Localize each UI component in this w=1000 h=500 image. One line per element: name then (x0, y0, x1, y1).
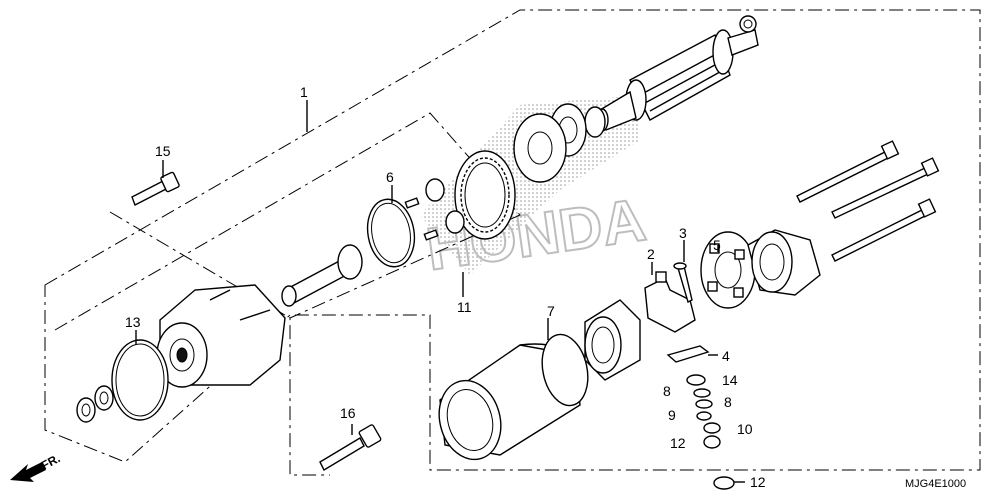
callout-2: 2 (647, 246, 655, 262)
washer-8b (695, 399, 713, 409)
washer-stack (513, 103, 606, 183)
ring-gear (454, 150, 516, 240)
callout-9: 9 (668, 407, 676, 423)
brush-plate-5 (700, 231, 756, 309)
callout-3: 3 (679, 225, 687, 241)
washer-10 (703, 422, 721, 434)
brush-holder-cover (584, 299, 641, 381)
armature-washer-inner (743, 19, 753, 29)
group-boundary-lower (109, 211, 330, 476)
through-bolts (796, 140, 940, 262)
callout-13: 13 (125, 314, 141, 330)
diagram-code: MJG4E1000 (905, 478, 966, 490)
callout-16: 16 (340, 405, 356, 421)
callout-10: 10 (737, 421, 753, 437)
callout-8b: 8 (724, 394, 732, 410)
callout-7: 7 (547, 303, 555, 319)
bolt-16 (319, 424, 382, 471)
washer-8a (693, 388, 711, 398)
callout-5: 5 (713, 237, 721, 253)
callout-6: 6 (386, 169, 394, 185)
front-bracket (156, 284, 286, 388)
planetary-gears (404, 178, 465, 241)
front-seal-inner (99, 391, 109, 405)
callout-4: 4 (722, 348, 730, 364)
nut-12b (713, 476, 735, 490)
armature (595, 29, 759, 132)
terminal-tab (655, 271, 667, 283)
front-washer-inner (81, 403, 91, 417)
o-ring-13-inner (115, 343, 165, 417)
o-ring-6 (366, 198, 416, 268)
callout-11: 11 (457, 299, 472, 315)
callout-1: 1 (300, 84, 308, 100)
washer-14 (686, 374, 706, 386)
output-shaft (281, 244, 363, 307)
group-boundary-outer (44, 9, 981, 471)
bolt-15 (131, 171, 180, 206)
callout-8a: 8 (663, 383, 671, 399)
nut-12a (703, 435, 721, 449)
callout-15: 15 (155, 143, 171, 159)
o-ring-7 (541, 333, 589, 407)
front-direction-arrow-icon (10, 462, 46, 482)
group-boundary-inner (54, 112, 521, 331)
terminal-insulator-4 (666, 345, 710, 363)
rear-cover (747, 229, 821, 296)
callout-14: 14 (722, 372, 738, 388)
leader-lines (135, 100, 745, 483)
callout-12b: 12 (750, 474, 766, 490)
screw-3-head (673, 262, 687, 270)
washer-9 (696, 411, 712, 421)
callout-12a: 12 (670, 435, 686, 451)
